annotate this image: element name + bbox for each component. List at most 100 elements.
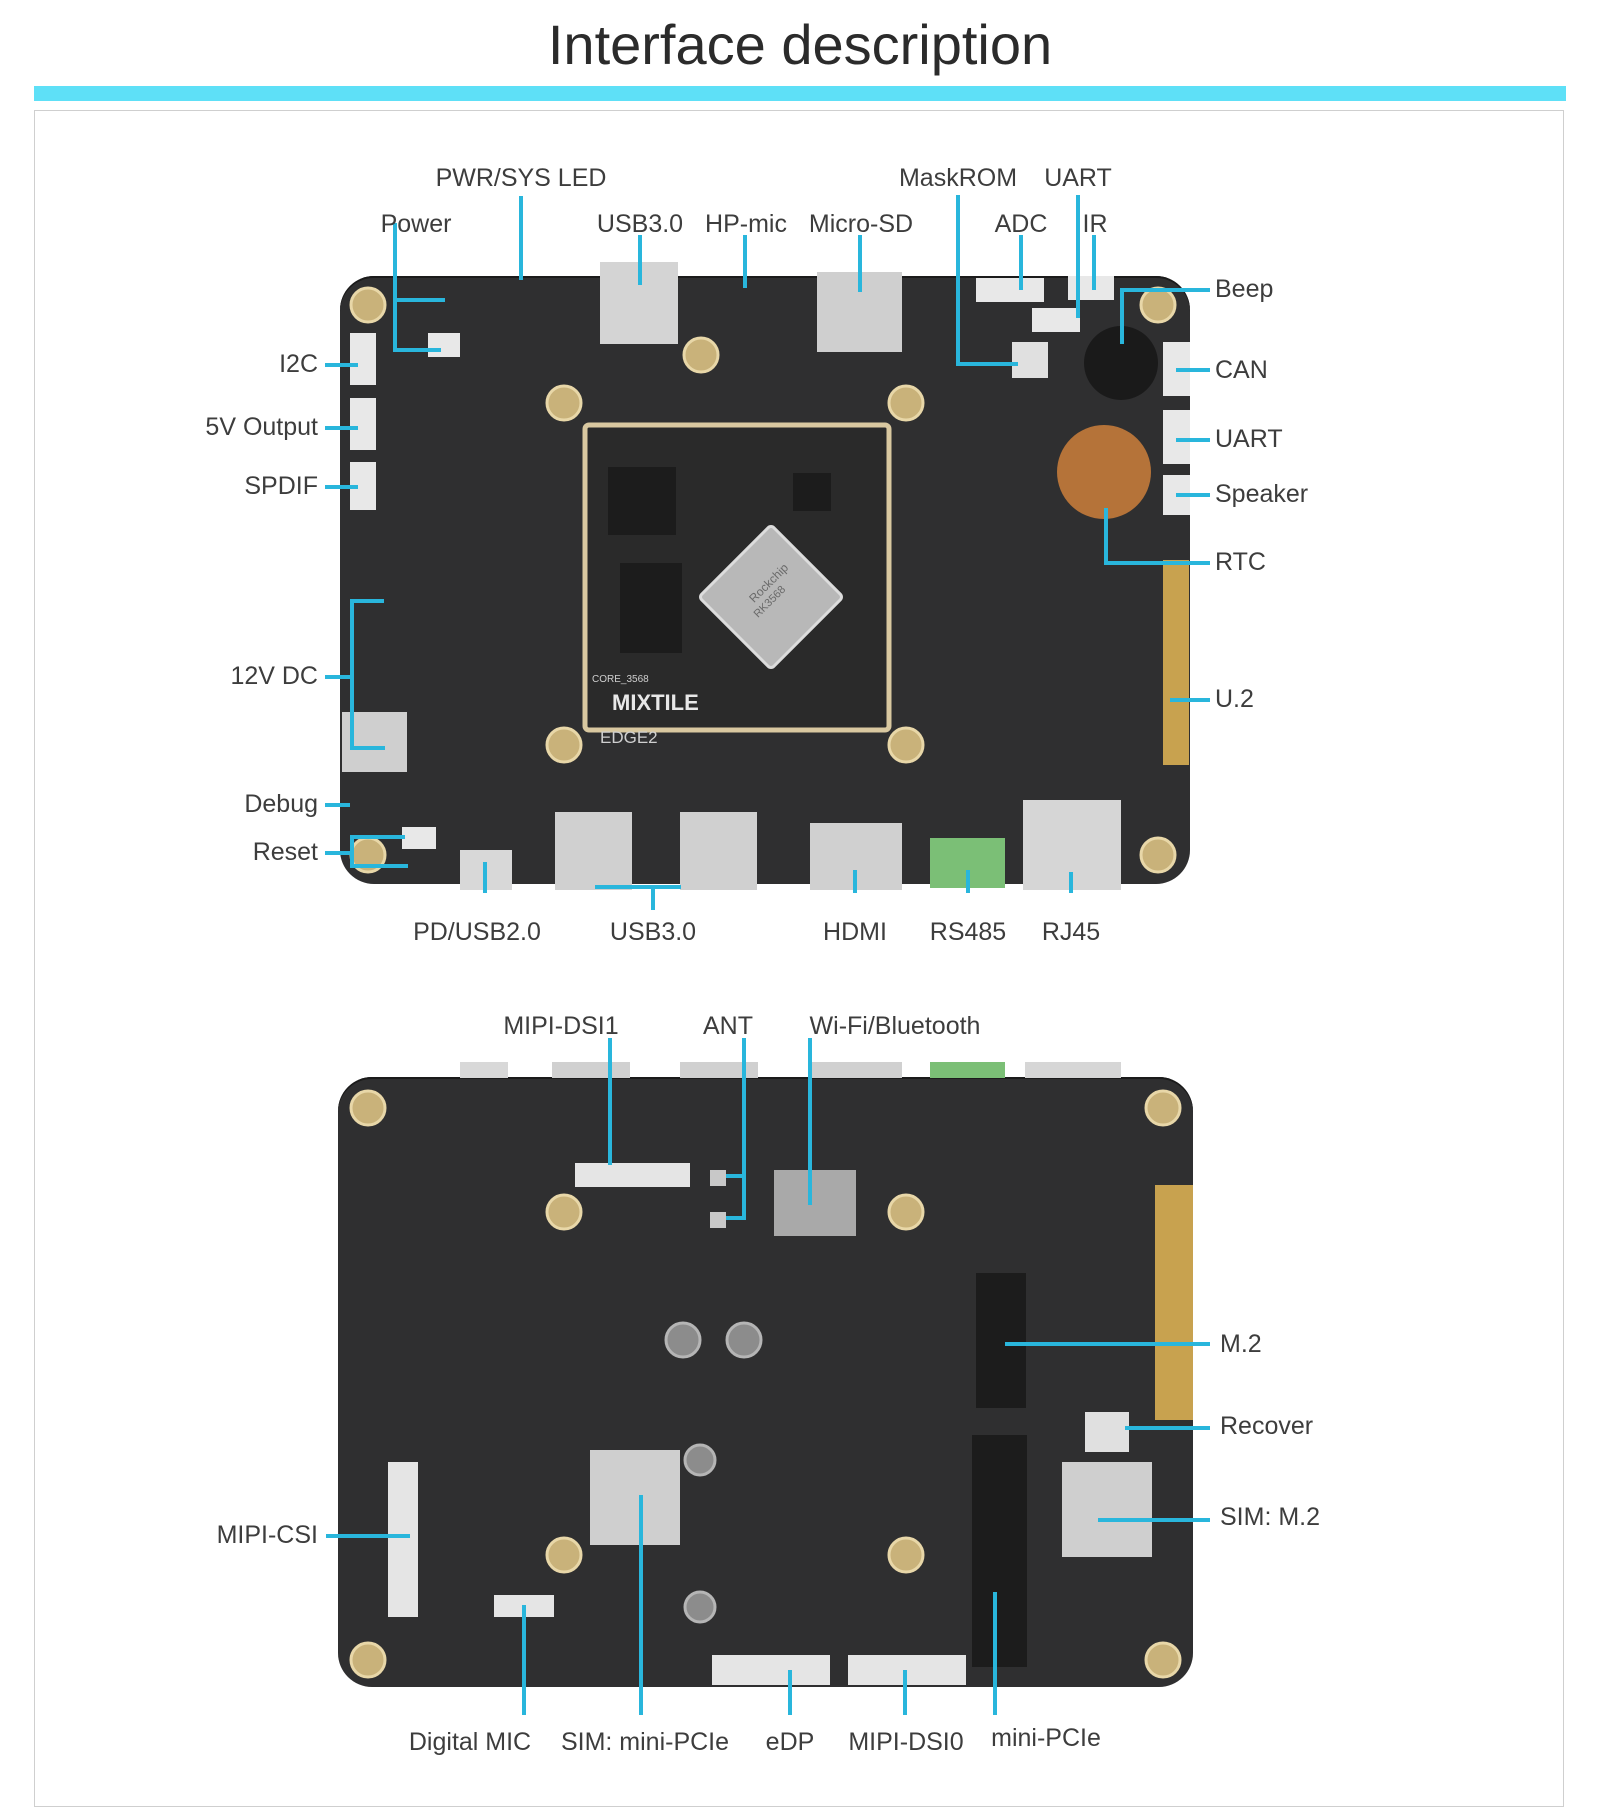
edge-port xyxy=(930,1062,1005,1078)
label-u2: U.2 xyxy=(1215,685,1254,713)
memory-chip xyxy=(608,467,676,535)
label-ir: IR xyxy=(1082,210,1108,238)
label-debug: Debug xyxy=(244,790,318,818)
maskrom-button xyxy=(1012,342,1048,378)
mount-hole xyxy=(545,384,583,422)
standoff xyxy=(725,1321,763,1359)
edp-connector xyxy=(712,1655,830,1685)
edge-port xyxy=(812,1062,902,1078)
emmc-chip xyxy=(620,563,682,653)
bottom-board xyxy=(338,1077,1193,1687)
label-can: CAN xyxy=(1215,356,1268,384)
mipi-csi-connector xyxy=(388,1462,418,1617)
i2c-connector xyxy=(350,333,376,385)
usb30-bottom-port-2 xyxy=(680,812,757,890)
soc-chip xyxy=(699,525,843,669)
mipi-dsi1-connector xyxy=(575,1163,690,1187)
edge-port xyxy=(460,1062,508,1078)
mount-hole xyxy=(349,1089,387,1127)
label-usb30-top: USB3.0 xyxy=(596,210,684,238)
mount-hole xyxy=(682,336,720,374)
label-5v-output: 5V Output xyxy=(205,413,318,441)
uart-right-connector xyxy=(1163,410,1190,464)
top-leader-lines xyxy=(325,195,1210,910)
label-rs485: RS485 xyxy=(929,918,1007,946)
label-edp: eDP xyxy=(765,1728,815,1756)
label-maskrom: MaskROM xyxy=(898,164,1018,192)
wifi-bt-module xyxy=(774,1170,856,1236)
label-i2c: I2C xyxy=(279,350,318,378)
ir-connector xyxy=(1068,276,1114,300)
mount-hole xyxy=(1144,1641,1182,1679)
board-model-text: EDGE2 xyxy=(600,728,658,747)
u2-edge xyxy=(1155,1185,1193,1420)
standoff xyxy=(664,1321,702,1359)
standoff xyxy=(683,1590,717,1624)
label-adc: ADC xyxy=(994,210,1048,238)
label-micro-sd: Micro-SD xyxy=(808,210,914,238)
label-pd-usb20: PD/USB2.0 xyxy=(413,918,541,946)
label-hdmi: HDMI xyxy=(823,918,887,946)
mount-hole xyxy=(887,1536,925,1574)
label-mipi-dsi0: MIPI-DSI0 xyxy=(848,1728,964,1756)
mount-hole xyxy=(545,1193,583,1231)
title-accent-bar xyxy=(34,86,1566,101)
buzzer xyxy=(1084,326,1158,400)
label-reset: Reset xyxy=(252,838,318,866)
label-spdif: SPDIF xyxy=(244,472,318,500)
u2-connector xyxy=(1163,560,1189,765)
mount-hole xyxy=(545,726,583,764)
standoff xyxy=(683,1443,717,1477)
5v-connector xyxy=(350,398,376,450)
ant-connector xyxy=(710,1212,726,1228)
recover-button xyxy=(1085,1412,1129,1452)
label-mipi-dsi1: MIPI-DSI1 xyxy=(503,1012,619,1040)
label-mini-pcie: mini-PCIe xyxy=(991,1724,1101,1752)
label-recover: Recover xyxy=(1220,1412,1314,1440)
mount-hole xyxy=(545,1536,583,1574)
label-digital-mic: Digital MIC xyxy=(408,1728,532,1756)
label-speaker: Speaker xyxy=(1215,480,1309,508)
usb30-bottom-port-1 xyxy=(555,812,632,890)
bottom-leader-lines xyxy=(326,1038,1210,1715)
label-pwr-sys-led: PWR/SYS LED xyxy=(435,164,607,192)
label-rtc: RTC xyxy=(1215,548,1266,576)
som-brand-text: MIXTILE xyxy=(612,690,699,715)
label-usb30-bottom: USB3.0 xyxy=(609,918,697,946)
sim-minipcie-slot xyxy=(590,1450,680,1545)
som-core-text: CORE_3568 xyxy=(592,674,649,685)
label-wifi-bt: Wi-Fi/Bluetooth xyxy=(809,1012,981,1040)
label-rj45: RJ45 xyxy=(1041,918,1101,946)
adc-connector xyxy=(976,278,1044,302)
diagram-frame xyxy=(34,110,1564,1807)
mini-pcie-slot xyxy=(972,1435,1027,1667)
uart-top-connector xyxy=(1032,308,1080,332)
label-sim-minipcie: SIM: mini-PCIe xyxy=(560,1728,730,1756)
mount-hole xyxy=(887,1193,925,1231)
mount-hole xyxy=(887,726,925,764)
rtc-battery xyxy=(1057,425,1151,519)
mount-hole xyxy=(1139,836,1177,874)
label-m2: M.2 xyxy=(1220,1330,1262,1358)
reset-button xyxy=(402,827,436,849)
label-mipi-csi: MIPI-CSI xyxy=(216,1521,318,1549)
sim-m2-slot xyxy=(1062,1462,1152,1557)
pmic-chip xyxy=(793,473,831,511)
mount-hole xyxy=(1144,1089,1182,1127)
label-uart-top: UART xyxy=(1044,164,1112,192)
label-12v-dc: 12V DC xyxy=(230,662,318,690)
page-title: Interface description xyxy=(547,13,1053,76)
label-sim-m2: SIM: M.2 xyxy=(1220,1503,1321,1531)
edge-port xyxy=(1025,1062,1121,1078)
label-uart-right: UART xyxy=(1215,425,1283,453)
m2-slot xyxy=(976,1273,1026,1408)
edge-port xyxy=(680,1062,758,1078)
mount-hole xyxy=(887,384,925,422)
power-button xyxy=(428,333,460,357)
mount-hole xyxy=(349,286,387,324)
label-beep: Beep xyxy=(1215,275,1274,303)
edge-port xyxy=(552,1062,630,1078)
ant-connector xyxy=(710,1170,726,1186)
